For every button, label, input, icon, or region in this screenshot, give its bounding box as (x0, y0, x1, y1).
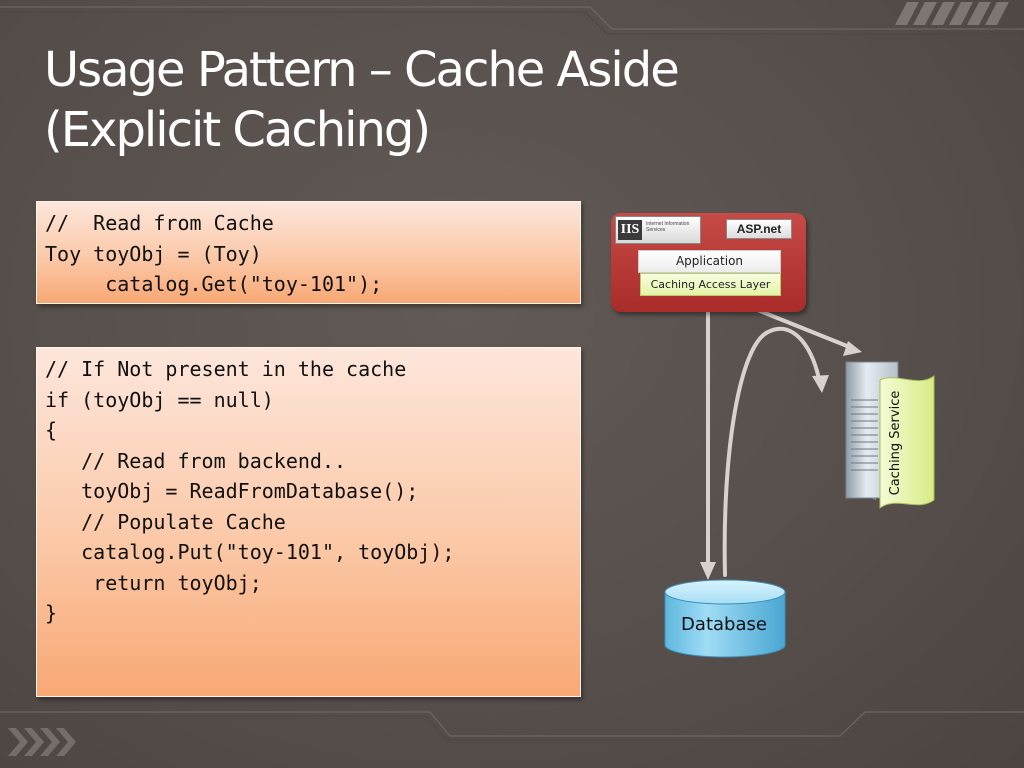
arrow-curve-to-caching-service (722, 326, 822, 577)
code-line: catalog.Put("toy-101", toyObj); (45, 540, 455, 564)
code-line: // Read from Cache (45, 211, 274, 235)
code-line: { (45, 418, 58, 442)
code-line: return toyObj; (45, 570, 262, 595)
iis-logo-mark: IIS (618, 220, 642, 240)
code-line: Toy toyObj = (Toy) (45, 241, 262, 266)
code-box-read-from-cache: // Read from Cache Toy toyObj = (Toy) ca… (36, 201, 581, 304)
decorative-stripes-top-right (895, 2, 1009, 25)
code-line: if (toyObj == null) (45, 387, 274, 412)
caching-service-label: Caching Service (888, 390, 903, 496)
flow-arrows (706, 301, 854, 577)
arrow-head-caching-service (843, 341, 862, 356)
code-line: toyObj = ReadFromDatabase(); (45, 479, 419, 503)
decorative-chevrons-bottom-left (8, 728, 76, 756)
code-line: // Read from backend.. (45, 448, 347, 473)
caching-service-server-icon (845, 361, 935, 509)
iis-logo: IIS Internet Information Services (615, 216, 701, 244)
arrow-head-curve (812, 375, 829, 393)
asp-net-logo: ASP.net (726, 219, 792, 239)
arrow-heads (700, 341, 862, 580)
arrow-head-database (700, 562, 716, 580)
code-line: } (45, 601, 58, 625)
database-cylinder-icon (664, 579, 786, 658)
code-line: // Populate Cache (45, 509, 286, 534)
code-line: // If Not present in the cache (45, 357, 407, 381)
slide-title: Usage Pattern – Cache Aside (Explicit Ca… (44, 40, 944, 160)
iis-logo-subtitle: Internet Information Services (646, 221, 690, 233)
database-label: Database (681, 614, 767, 635)
code-line: catalog.Get("toy-101"); (45, 272, 383, 296)
slide-title-line-2: (Explicit Caching) (44, 102, 431, 158)
code-box-cache-miss-populate: // If Not present in the cache if (toyOb… (36, 347, 581, 697)
application-label: Application (638, 250, 781, 273)
slide-title-line-1: Usage Pattern – Cache Aside (44, 42, 680, 98)
caching-access-layer-label: Caching Access Layer (640, 273, 781, 296)
caching-service-banner (879, 375, 935, 509)
